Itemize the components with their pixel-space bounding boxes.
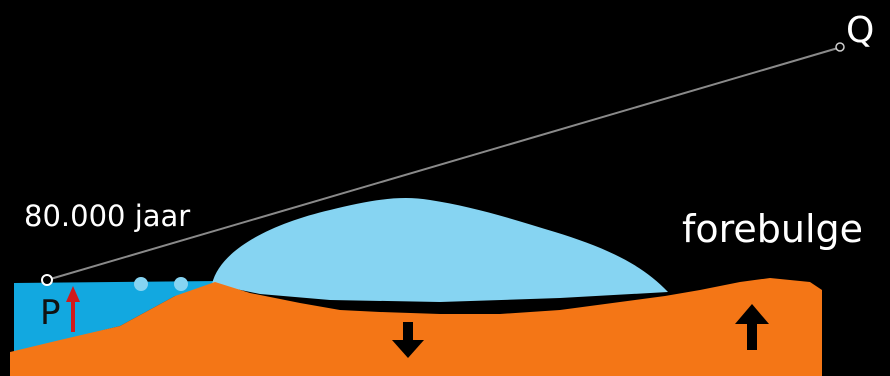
label-p: P [40, 293, 61, 333]
label-time: 80.000 jaar [24, 199, 190, 233]
marker-q-icon [836, 43, 844, 51]
bubble [174, 277, 188, 291]
label-q: Q [846, 10, 874, 51]
bubble [134, 277, 148, 291]
marker-p-icon [42, 275, 52, 285]
label-forebulge: forebulge [682, 207, 863, 251]
